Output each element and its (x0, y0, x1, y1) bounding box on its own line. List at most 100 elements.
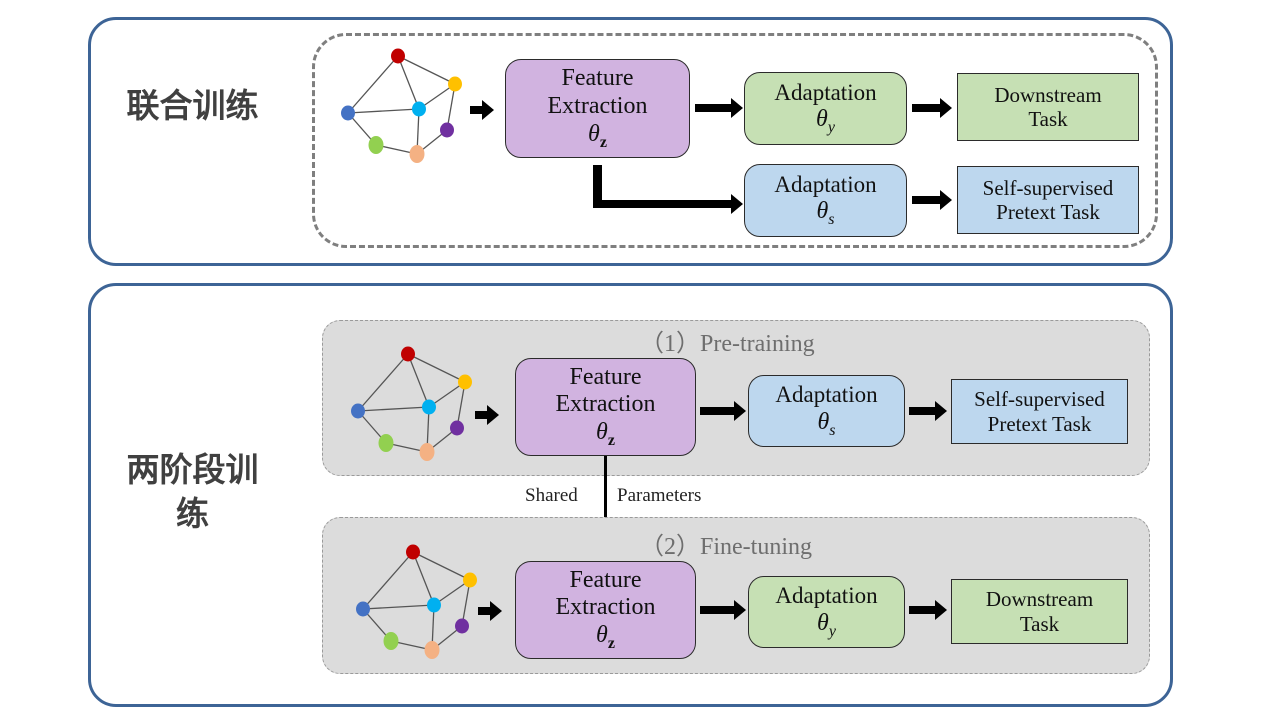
graph-node-yellow (448, 76, 462, 92)
graph-node-blue (351, 403, 365, 419)
graph-node-red (406, 544, 420, 560)
adaptation-y-box: Adaptation θy (744, 72, 907, 145)
theta-s-symbol: θs (816, 198, 835, 228)
graph-node-yellow (463, 572, 477, 588)
graph-node-blue (356, 601, 370, 617)
arrow-adaptation-to-downstream (909, 600, 947, 620)
pretext-line2: Pretext Task (996, 200, 1100, 224)
feature-extraction-line2: Extraction (547, 92, 648, 119)
input-graph-joint (341, 48, 462, 163)
adaptation-label: Adaptation (774, 171, 877, 197)
feature-extraction-line2: Extraction (555, 594, 656, 621)
feature-extraction-line1: Feature (561, 65, 634, 92)
theta-z-symbol: θz (596, 419, 615, 449)
joint-training-label: 联合训练 (126, 86, 259, 125)
graph-edge (407, 353, 466, 383)
graph-edge (412, 551, 435, 606)
downstream-line1: Downstream (994, 82, 1102, 107)
graph-edge (357, 406, 430, 412)
feature-extraction-line1: Feature (569, 363, 642, 390)
arrow-feature-to-adaptation (700, 600, 746, 620)
feature-extraction-box: Feature Extraction θz (515, 561, 696, 659)
theta-z-symbol: θz (596, 622, 615, 652)
adaptation-label: Adaptation (775, 382, 878, 408)
feature-extraction-box: Feature Extraction θz (505, 59, 690, 158)
theta-s-symbol: θs (817, 408, 836, 439)
feature-extraction-line2: Extraction (555, 391, 656, 418)
arrow-feature-to-adaptation-y (695, 98, 743, 118)
arrow-adaptation-to-pretext (912, 190, 952, 210)
theta-z-symbol: θz (588, 120, 607, 151)
arrow-graph-to-feature (475, 405, 499, 425)
adaptation-s-box: Adaptation θs (744, 164, 907, 237)
graph-edge (347, 108, 420, 114)
parameters-label: Parameters (617, 485, 702, 506)
graph-edge (461, 579, 471, 627)
input-graph-pretraining (351, 346, 472, 461)
graph-node-purple (440, 122, 454, 138)
graph-edge (347, 55, 399, 114)
adaptation-label: Adaptation (775, 583, 878, 609)
downstream-task-box: Downstream Task (957, 73, 1139, 141)
downstream-line1: Downstream (985, 587, 1094, 612)
theta-y-symbol: θy (816, 106, 835, 136)
arrow-feature-to-adaptation (700, 401, 746, 421)
pretext-task-box: Self-supervised Pretext Task (957, 166, 1139, 234)
pretraining-title: （1）Pre-training (640, 331, 815, 357)
graph-edge (362, 551, 414, 610)
graph-node-cyan (422, 399, 436, 415)
graph-edge (412, 551, 471, 581)
pretext-line1: Self-supervised (982, 175, 1114, 200)
shared-label: Shared (525, 485, 578, 506)
graph-edge (446, 83, 456, 131)
joint-training-dashed-region (312, 33, 1158, 248)
downstream-line2: Task (1019, 611, 1060, 636)
arrow-adaptation-to-downstream (912, 98, 952, 118)
graph-node-orange (409, 145, 425, 163)
graph-edge (433, 579, 471, 606)
adaptation-y-box: Adaptation θy (748, 576, 905, 648)
graph-edge (428, 381, 466, 408)
graph-node-red (401, 346, 415, 362)
two-stage-label-line2: 练 (176, 494, 209, 533)
downstream-line2: Task (1028, 107, 1068, 131)
elbow-connector-vertical (593, 165, 602, 207)
adaptation-label: Adaptation (774, 79, 877, 105)
graph-node-orange (424, 641, 440, 659)
arrow-graph-to-feature (470, 100, 494, 120)
graph-edge (397, 55, 456, 85)
graph-edge (407, 353, 430, 408)
graph-node-green (378, 434, 394, 452)
graph-node-green (383, 632, 399, 650)
graph-node-red (391, 48, 405, 64)
pretext-line2: Pretext Task (987, 411, 1092, 436)
downstream-task-box: Downstream Task (951, 579, 1128, 644)
two-stage-label-line1: 两阶段训 (126, 450, 259, 489)
feature-extraction-box: Feature Extraction θz (515, 358, 696, 456)
feature-extraction-line1: Feature (569, 566, 642, 593)
graph-node-purple (455, 618, 469, 634)
input-graph-finetuning (356, 544, 477, 659)
finetuning-title: （2）Fine-tuning (640, 534, 812, 560)
graph-edge (418, 83, 456, 110)
two-stage-training-label: 两阶段训 练 (100, 448, 285, 536)
graph-node-orange (419, 443, 435, 461)
graph-node-yellow (458, 374, 472, 390)
shared-parameters-line (604, 456, 607, 562)
arrow-adaptation-to-pretext (909, 401, 947, 421)
adaptation-s-box: Adaptation θs (748, 375, 905, 447)
graph-node-green (368, 136, 384, 154)
pretext-task-box: Self-supervised Pretext Task (951, 379, 1128, 444)
elbow-connector-arrow (593, 194, 743, 214)
graph-edge (362, 604, 435, 610)
graph-edge (397, 55, 420, 110)
pretext-line1: Self-supervised (974, 387, 1105, 412)
graph-node-cyan (412, 101, 426, 117)
graph-node-blue (341, 105, 355, 121)
graph-node-cyan (427, 597, 441, 613)
graph-edge (357, 353, 409, 412)
arrow-graph-to-feature (478, 601, 502, 621)
graph-edge (456, 381, 466, 429)
theta-y-symbol: θy (817, 609, 836, 640)
graph-node-purple (450, 420, 464, 436)
